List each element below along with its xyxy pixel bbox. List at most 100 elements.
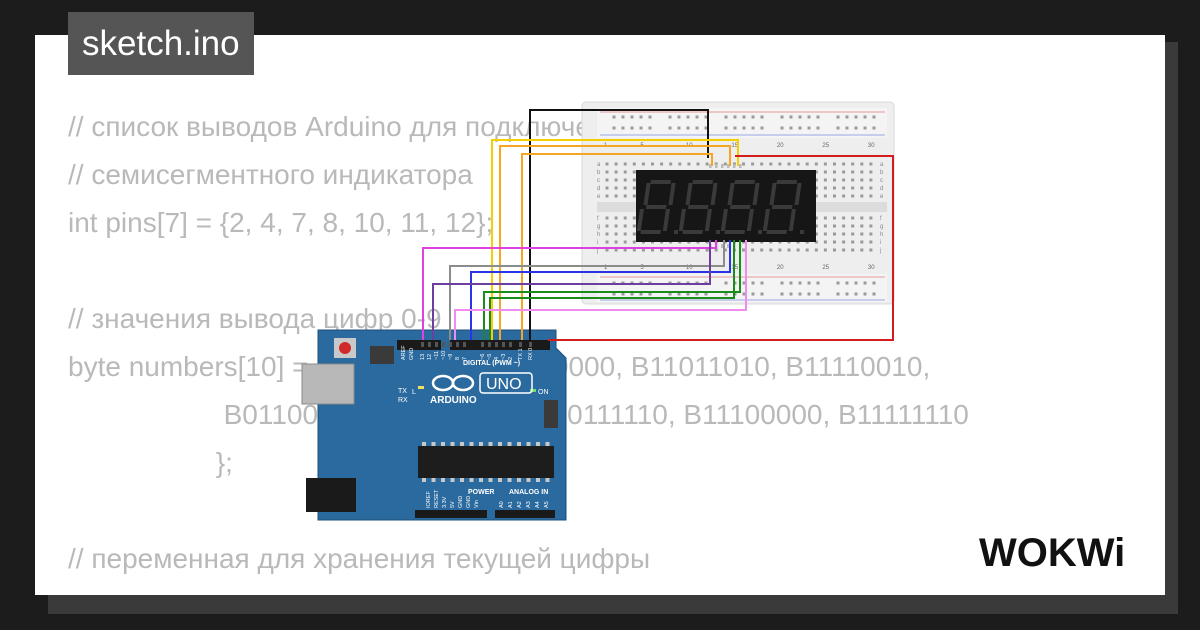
model-label: UNO: [486, 376, 522, 393]
column-number: 25: [822, 265, 829, 271]
column-number: 15: [731, 265, 738, 271]
digital-pin-label: 8: [455, 357, 461, 360]
analog-pin-label: A4: [535, 501, 541, 508]
wire-gray: [449, 240, 725, 340]
column-number: 20: [777, 265, 784, 271]
code-line: };: [68, 447, 233, 478]
wokwi-logo[interactable]: WOKWi: [975, 522, 1155, 582]
analog-pin-label: A5: [544, 501, 550, 508]
column-number: 5: [640, 265, 644, 271]
segment: [788, 209, 796, 231]
digital-pin-label: 13: [420, 354, 426, 360]
digital-pin-label: TX 1: [518, 348, 524, 360]
wire-orange-2: [499, 145, 731, 340]
column-number: 20: [777, 143, 784, 149]
column-number: 15: [731, 143, 738, 149]
digital-pin-label: ~3: [501, 354, 507, 360]
segment: [678, 209, 686, 231]
segment: [668, 183, 676, 205]
segment: [662, 209, 670, 231]
row-letter: i: [597, 240, 598, 246]
segment: [692, 180, 713, 184]
label-l: L: [412, 389, 416, 396]
header-power-label: POWER: [468, 489, 494, 496]
power-pin-label: RESET: [434, 489, 440, 508]
digital-pin-label: ~5: [487, 354, 493, 360]
seven-segment-display: [636, 164, 816, 248]
row-letter: j: [879, 248, 881, 254]
power-pin-label: Vin: [474, 500, 480, 508]
column-number: 1: [604, 265, 608, 271]
segment: [682, 230, 703, 234]
digital-pin-label: 2: [508, 357, 514, 360]
segment: [685, 183, 693, 205]
row-letter: f: [880, 216, 882, 222]
column-number: 25: [822, 143, 829, 149]
analog-pin-label: A0: [499, 501, 505, 508]
segment: [710, 183, 718, 205]
segment: [776, 180, 797, 184]
segment: [687, 205, 709, 209]
segment: [643, 183, 651, 205]
decimal-point: [758, 230, 762, 234]
brand-label: ARDUINO: [430, 395, 477, 406]
row-letter: f: [597, 216, 599, 222]
row-letter: d: [597, 186, 600, 192]
label-on: ON: [538, 389, 549, 396]
row-letter: e: [597, 194, 601, 200]
row-letter: a: [880, 162, 884, 168]
decimal-point: [674, 230, 678, 234]
code-line: int pins[7] = {2, 4, 7, 8, 10, 11, 12};: [68, 207, 494, 238]
column-number: 10: [686, 265, 693, 271]
row-letter: d: [880, 186, 883, 192]
row-letter: b: [597, 170, 601, 176]
file-name-tab[interactable]: sketch.ino: [68, 12, 254, 75]
wire-purple: [432, 240, 711, 340]
code-line: // семисегментного индикатора: [68, 159, 473, 190]
segment: [752, 183, 760, 205]
digital-pin-label: ~6: [480, 354, 486, 360]
segment: [746, 209, 754, 231]
digital-pin-label: RX 0: [528, 348, 534, 360]
digital-pin-label: 7: [462, 357, 468, 360]
segment: [734, 180, 755, 184]
wire-pink: [454, 240, 747, 340]
digital-pin-label: ~9: [448, 354, 454, 360]
segment: [766, 230, 787, 234]
decimal-point: [716, 230, 720, 234]
row-letter: i: [880, 240, 881, 246]
header-analog-label: ANALOG IN: [509, 489, 548, 496]
wire-yellow: [491, 139, 739, 340]
segment: [636, 209, 644, 231]
power-pin-label: GND: [466, 496, 472, 508]
reset-button[interactable]: [339, 342, 351, 354]
wokwi-logo-text: WOKWi: [979, 531, 1125, 575]
column-number: 30: [868, 265, 875, 271]
segment: [794, 183, 802, 205]
digital-pin-label: 12: [427, 354, 433, 360]
power-pin-label: 5V: [450, 501, 456, 508]
digital-pin-label: 4: [494, 357, 500, 360]
power-pin-label: GND: [458, 496, 464, 508]
segment: [704, 209, 712, 231]
wire-magenta: [422, 240, 717, 340]
wire-green-2: [489, 240, 735, 340]
row-letter: c: [880, 178, 883, 184]
display-segments: [636, 180, 804, 234]
digital-pin-label: ~11: [434, 351, 440, 360]
segment: [727, 183, 735, 205]
row-letter: b: [880, 170, 884, 176]
column-number: 30: [868, 143, 875, 149]
wire-red: [548, 155, 894, 341]
row-letter: e: [880, 194, 884, 200]
wire-black: [529, 109, 709, 340]
header-digital-label: DIGITAL (PWM ~): [463, 360, 520, 367]
code-line: // значения вывода цифр 0-9: [68, 303, 442, 334]
arduino-logo: UNO ARDUINO: [430, 372, 533, 406]
segment: [762, 209, 770, 231]
row-letter: a: [597, 162, 601, 168]
